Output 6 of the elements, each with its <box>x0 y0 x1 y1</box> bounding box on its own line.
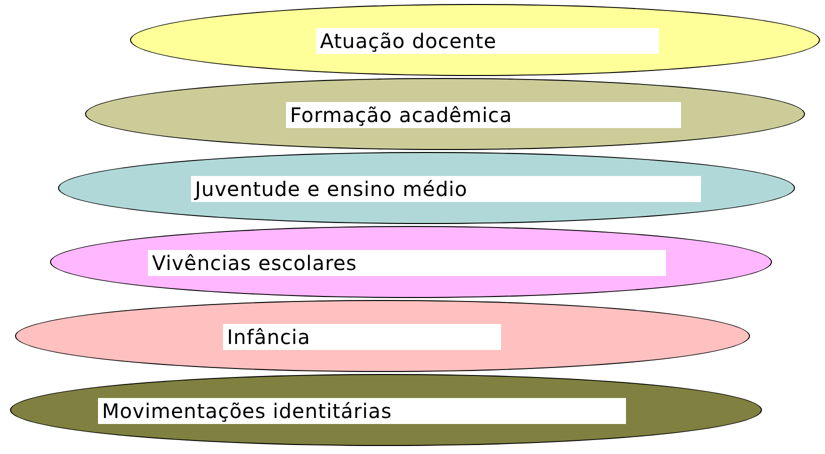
band-label: Formação acadêmica <box>286 102 681 128</box>
band-label: Infância <box>223 324 501 350</box>
band-label: Atuação docente <box>316 28 659 54</box>
band-label: Vivências escolares <box>148 250 666 276</box>
band-label: Juventude e ensino médio <box>191 176 701 202</box>
band-label: Movimentações identitárias <box>98 398 626 424</box>
